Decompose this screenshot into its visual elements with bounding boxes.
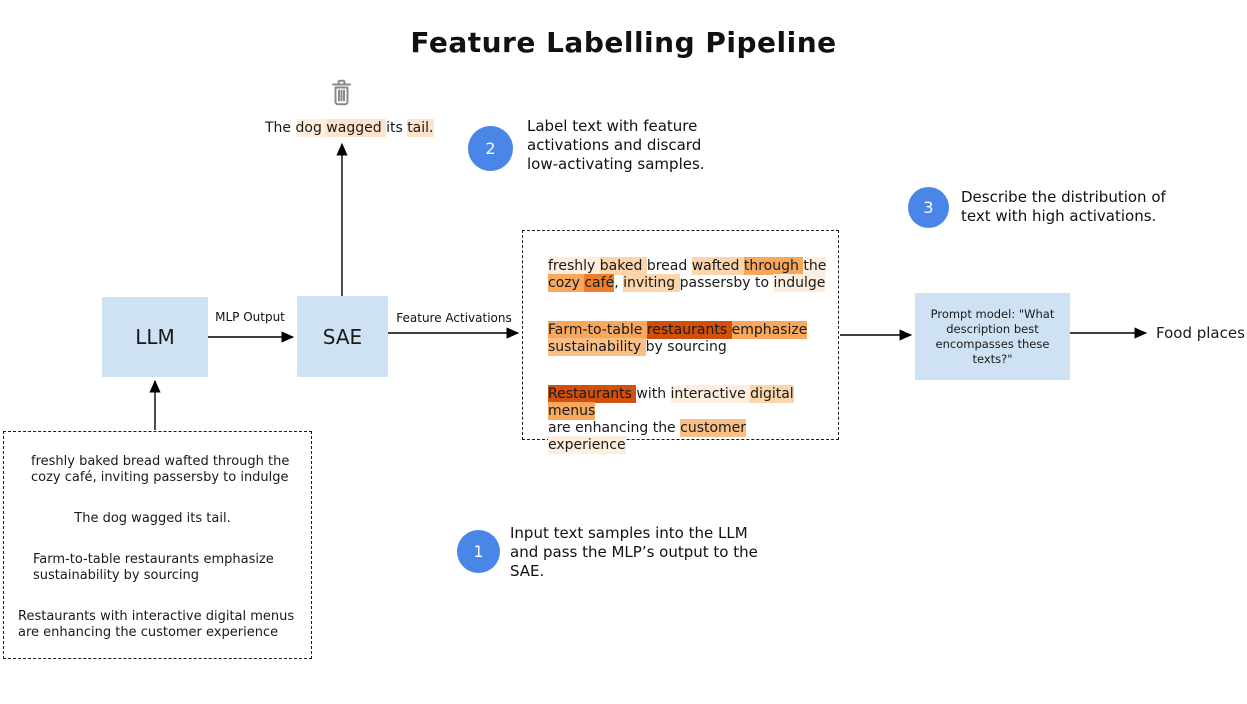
step-2-text: Label text with feature activations and … <box>527 117 705 173</box>
activated-sample: Farm-to-table restaurants emphasize susta… <box>548 321 828 356</box>
highlighted-word: experience <box>548 436 626 454</box>
highlighted-word: the <box>803 257 827 275</box>
highlighted-word: Restaurants <box>548 385 637 403</box>
edge-label-mlp-output: MLP Output <box>215 310 285 324</box>
highlighted-word: indulge <box>773 274 826 292</box>
llm-label: LLM <box>135 325 175 349</box>
prompt-model-node: Prompt model: "What description best enc… <box>915 293 1070 380</box>
page-title: Feature Labelling Pipeline <box>410 26 837 59</box>
highlighted-word: wafted <box>691 257 744 275</box>
highlighted-word: restaurants <box>646 321 732 339</box>
highlighted-word: The <box>265 120 296 136</box>
llm-node: LLM <box>102 297 208 377</box>
highlighted-word: through <box>743 257 804 275</box>
highlighted-word: bread <box>646 258 692 274</box>
highlighted-word: café <box>584 274 615 292</box>
activated-sample: freshly baked bread wafted through the co… <box>548 257 828 292</box>
step-3-text: Describe the distribution of text with h… <box>961 188 1166 225</box>
step-1-text: Input text samples into the LLM and pass… <box>510 524 758 580</box>
highlighted-word: are enhancing the <box>548 420 681 436</box>
prompt-model-text: Prompt model: "What description best enc… <box>930 306 1055 366</box>
input-sample: The dog wagged its tail. <box>74 511 231 526</box>
highlighted-word: tail. <box>407 119 434 137</box>
highlighted-word: sustainability <box>548 338 646 356</box>
step-3-number: 3 <box>923 198 934 217</box>
highlighted-word: , <box>614 275 624 291</box>
highlighted-word: cozy <box>548 274 585 292</box>
sae-label: SAE <box>322 324 363 349</box>
step-3-badge: 3 <box>908 187 949 228</box>
activation-samples: freshly baked bread wafted through the co… <box>548 257 828 454</box>
highlighted-word: with <box>636 386 671 402</box>
highlighted-word: customer <box>680 419 747 437</box>
sae-node: SAE <box>297 296 388 377</box>
step-1-number: 1 <box>473 542 484 561</box>
highlighted-word: menus <box>548 402 596 420</box>
highlighted-word: baked <box>599 257 647 275</box>
input-sample: Restaurants with interactive digital men… <box>18 609 295 640</box>
activated-sample: Restaurants with interactive digital men… <box>548 385 828 454</box>
output-label: Food places <box>1156 324 1245 342</box>
highlighted-word: wagged <box>326 119 387 137</box>
highlighted-word: Farm-to-table <box>548 321 647 339</box>
highlighted-word: inviting <box>623 274 680 292</box>
highlighted-word: by sourcing <box>645 339 727 355</box>
highlighted-word: its <box>386 120 408 136</box>
discarded-sample-text: The dog wagged its tail. <box>265 119 434 137</box>
highlighted-word: freshly <box>548 257 600 275</box>
step-1-badge: 1 <box>457 530 500 573</box>
highlighted-word: emphasize <box>731 321 808 339</box>
step-2-badge: 2 <box>468 126 513 171</box>
trash-icon <box>329 79 354 107</box>
highlighted-word: interactive <box>670 385 751 403</box>
highlighted-word: passersby to <box>679 275 774 291</box>
highlighted-word: digital <box>750 385 794 403</box>
highlighted-word: dog <box>295 119 327 137</box>
step-2-number: 2 <box>485 139 496 158</box>
edge-label-feature-activations: Feature Activations <box>396 311 512 325</box>
activation-samples-box: freshly baked bread wafted through the co… <box>522 230 839 454</box>
